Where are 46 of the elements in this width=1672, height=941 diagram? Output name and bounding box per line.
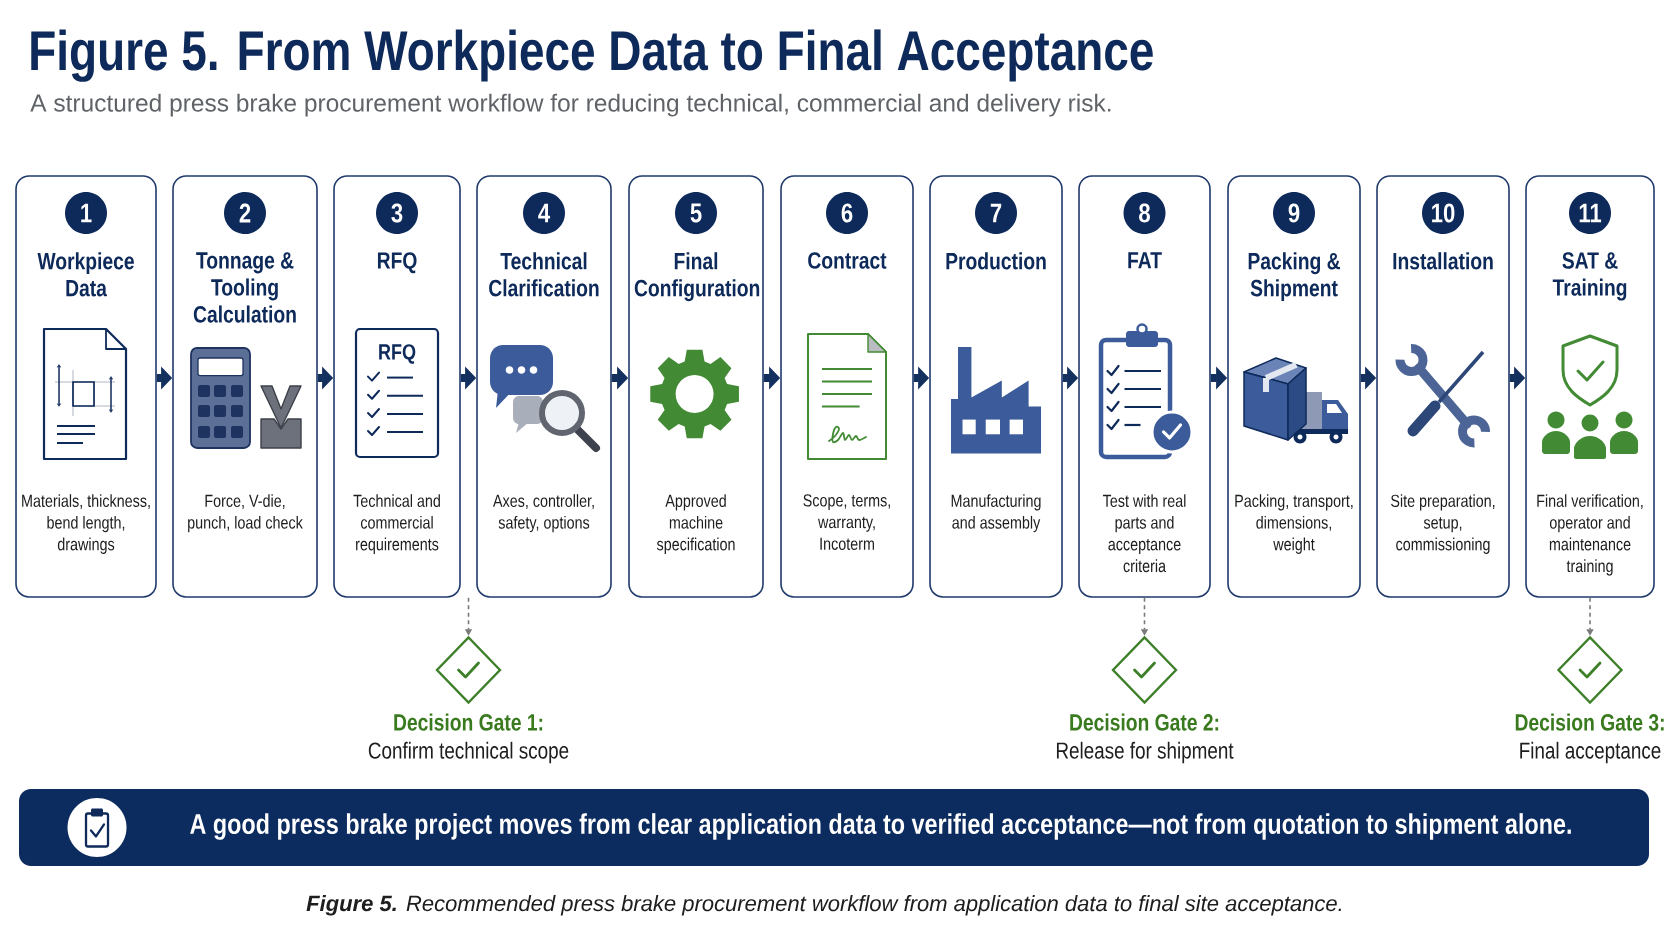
step-title: Final Configuration: [634, 252, 760, 302]
step-card: [1376, 175, 1510, 598]
step-card: [628, 175, 764, 598]
step-description: Final verification, operator and maintenance training: [1537, 494, 1643, 576]
number-badge: 11: [1569, 192, 1611, 234]
step-description: Approved machine specification: [656, 494, 735, 554]
step-description: Manufacturing and assembly: [951, 494, 1041, 533]
gate-note: Confirm technical scope: [368, 741, 569, 764]
step-description: Force, V-die, punch, load check: [188, 494, 303, 533]
title: Figure 5. From Workpiece Data to Final Acceptance: [31, 29, 1153, 82]
step-description: Test with real parts and acceptance criteria: [1102, 494, 1186, 573]
step-title: Workpiece Data: [37, 252, 134, 297]
step-description: Site preparation, setup, commissioning: [1391, 494, 1495, 554]
number-badge: 8: [1123, 192, 1166, 234]
step-description: Axes, controller, safety, options: [493, 494, 594, 533]
subtitle: A structured press brake procurement workflow for reducing technical, commercial and delivery risk.: [30, 93, 1111, 117]
step-description: Technical and commercial requirements: [353, 494, 440, 554]
gate-note: Release for shipment: [1056, 741, 1234, 764]
step-title: Installation: [1393, 252, 1493, 270]
gate-title: Decision Gate 3:: [1515, 713, 1664, 731]
gate-note: Final acceptance: [1520, 741, 1661, 764]
number-badge: 3: [376, 192, 418, 234]
step-description: Materials, thickness, bend length, drawings: [22, 494, 150, 554]
step-description: Packing, transport, dimensions, weight: [1235, 494, 1353, 554]
step-title: Packing & Shipment: [1248, 252, 1340, 302]
number-badge: 5: [675, 192, 717, 234]
number-badge: 6: [826, 192, 868, 234]
number-badge: 1: [65, 192, 107, 234]
number-badge: 7: [975, 192, 1017, 234]
banner-text: A good press brake project moves from clear application data to verified acceptance—not from quotation to shipment alone.: [190, 813, 1571, 840]
number-badge: 4: [523, 192, 565, 234]
gate-title: Decision Gate 1:: [394, 713, 543, 731]
step-description: Scope, terms, warranty, Incoterm: [803, 494, 890, 550]
number-badge: 2: [224, 192, 266, 234]
number-badge: 9: [1273, 192, 1315, 234]
step-title: Contract: [808, 252, 887, 269]
banner: [19, 789, 1649, 866]
step-title: Production: [946, 252, 1046, 270]
step-title: Technical Clarification: [489, 252, 599, 297]
step-title: Tonnage & Tooling Calculation: [193, 252, 296, 323]
number-badge: 10: [1422, 192, 1464, 234]
step-title: RFQ: [377, 252, 417, 274]
gate-title: Decision Gate 2:: [1070, 713, 1219, 731]
step-title: FAT: [1128, 252, 1162, 269]
caption: Figure 5. Recommended press brake procurement workflow from application data to final site acceptance.: [306, 895, 1342, 916]
step-title: SAT & Training: [1552, 252, 1627, 301]
